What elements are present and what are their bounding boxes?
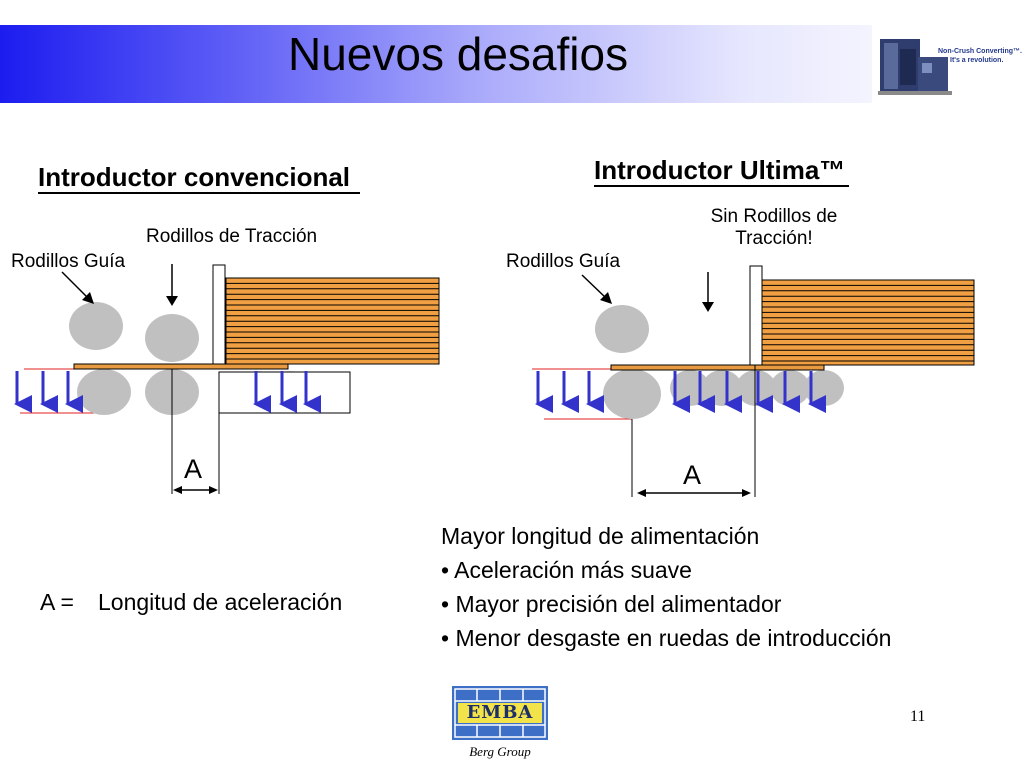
board-stack (761, 279, 975, 366)
dimension-label-left: A (184, 454, 203, 484)
feed-sheet (73, 363, 289, 370)
title-bar (0, 25, 872, 103)
guide-pointer-arrow-head (600, 292, 612, 304)
benefit-item: • Aceleración más suave (441, 557, 692, 583)
emba-logo-text: EMBA (466, 702, 534, 723)
lower-box (218, 371, 351, 414)
label-guide-rollers-left: Rodillos Guía (11, 251, 126, 272)
guide-roller-lower (603, 369, 661, 419)
board-stack-lines (762, 284, 974, 362)
dim-arrow-right (742, 489, 751, 497)
back-stop (212, 264, 226, 365)
label-traction-rollers: Rodillos de Tracción (146, 226, 318, 247)
slide-title: Nuevos desafios (288, 28, 629, 80)
legend-symbol: A = (40, 589, 74, 615)
traction-roller-upper (145, 314, 199, 362)
label-no-traction: Sin Rodillos de Tracción! (710, 206, 838, 249)
guide-pointer-arrow (581, 274, 607, 299)
guide-roller-upper (69, 302, 123, 350)
benefit-item: • Mayor precisión del alimentador (441, 591, 782, 617)
berg-group-text: Berg Group (469, 744, 531, 759)
emba-logo (452, 686, 548, 740)
heading-ultima: Introductor Ultima™ (594, 156, 850, 188)
label-guide-rollers-right: Rodillos Guía (506, 251, 621, 272)
guide-pointer-arrow (61, 271, 89, 299)
page-number: 11 (910, 708, 926, 725)
benefits-intro: Mayor longitud de alimentación (441, 523, 760, 549)
brand-machine-logo (878, 39, 952, 95)
guide-pointer-arrow-head (82, 292, 94, 304)
guide-roller-upper (595, 305, 649, 353)
no-traction-pointer-arrow-head (702, 302, 714, 312)
board-stack-lines (226, 282, 439, 360)
right-diagram (532, 265, 975, 497)
dimension-label-right: A (683, 460, 702, 490)
dim-arrow-left (637, 489, 646, 497)
support-roller (770, 370, 810, 406)
vacuum-arrows-left (14, 371, 321, 413)
left-diagram (14, 264, 440, 494)
benefit-item: • Menor desgaste en ruedas de introducci… (441, 625, 892, 651)
brand-tagline: Non-Crush Converting™. It's a revolution… (938, 48, 1022, 64)
guide-roller-lower (77, 369, 131, 415)
dim-arrow-left (173, 486, 182, 494)
feed-sheet (610, 364, 825, 371)
traction-pointer-arrow-head (166, 296, 178, 306)
vacuum-arrows-right (535, 371, 826, 413)
legend-text: Longitud de aceleración (98, 589, 343, 615)
back-stop (749, 265, 763, 366)
dim-arrow-right (209, 486, 218, 494)
heading-conventional: Introductor convencional (38, 163, 361, 195)
